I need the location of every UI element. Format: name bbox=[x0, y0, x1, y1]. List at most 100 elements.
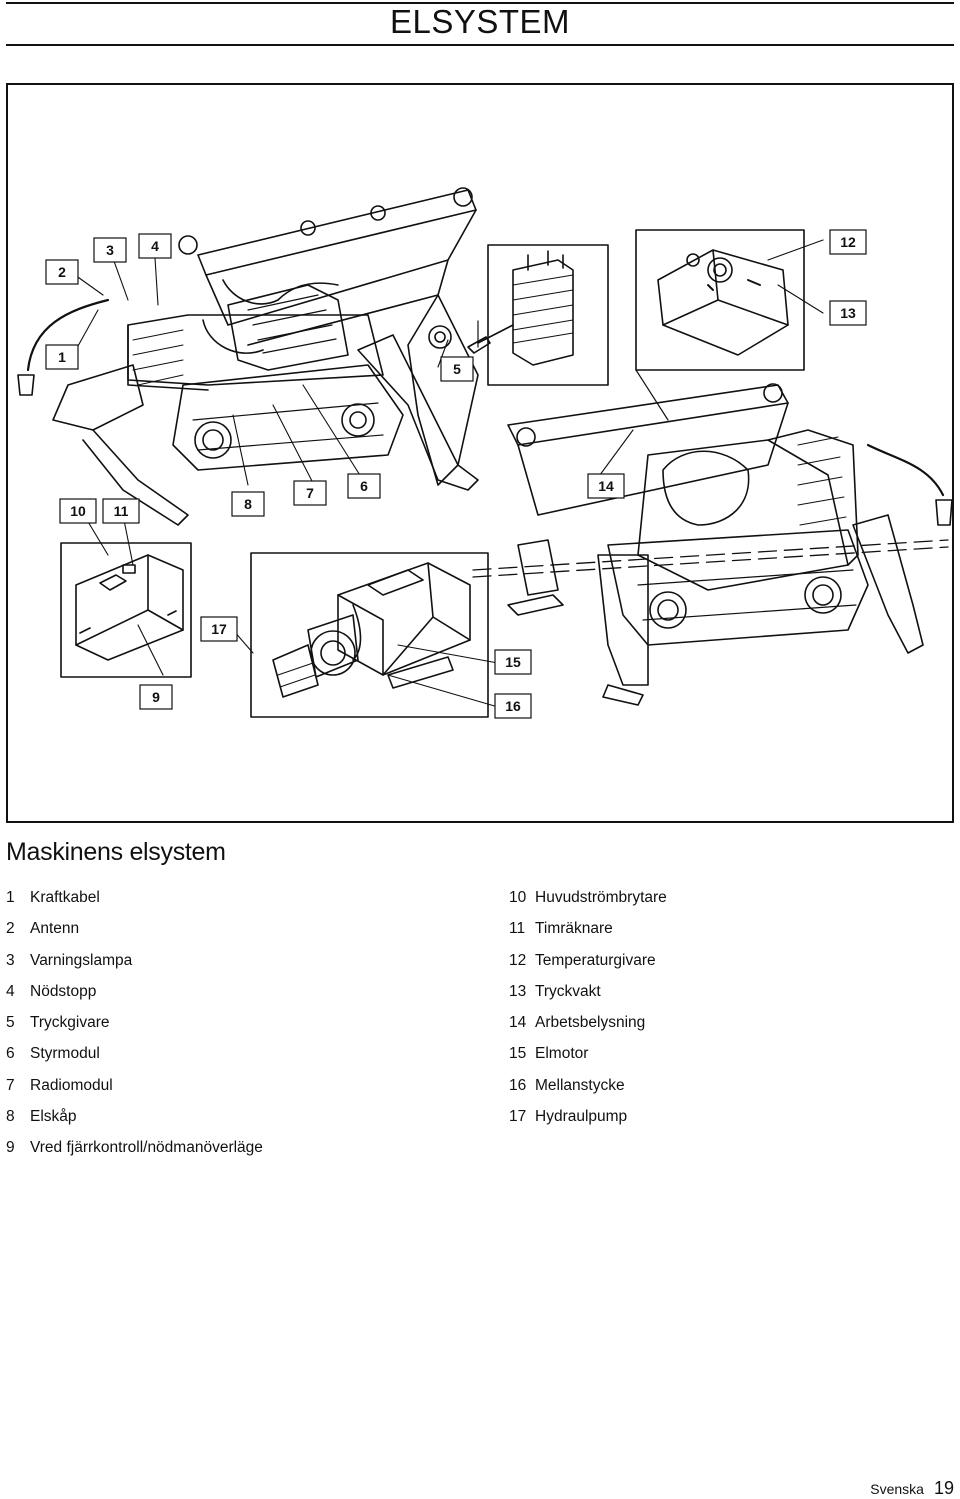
legend-item: 7 Radiomodul bbox=[6, 1070, 263, 1101]
svg-text:17: 17 bbox=[211, 621, 227, 637]
legend-item: 14 Arbetsbelysning bbox=[509, 1007, 667, 1038]
legend-label: Temperaturgivare bbox=[535, 951, 656, 969]
callout-3: 3 bbox=[93, 237, 127, 263]
motor-pump-drawing bbox=[272, 562, 471, 698]
svg-text:11: 11 bbox=[114, 503, 129, 519]
callout-15: 15 bbox=[494, 649, 532, 675]
callout-16: 16 bbox=[494, 693, 532, 719]
legend-item: 4 Nödstopp bbox=[6, 976, 263, 1007]
inset-switchbox-frame bbox=[60, 542, 192, 678]
page-title: ELSYSTEM bbox=[389, 3, 571, 40]
svg-text:16: 16 bbox=[505, 698, 521, 714]
callout-17: 17 bbox=[200, 616, 238, 642]
electrical-system-illustration: 2 3 4 1 5 12 13 10 11 8 7 6 14 17 15 9 1… bbox=[6, 83, 954, 823]
section-title: Maskinens elsystem bbox=[6, 838, 226, 866]
legend-item: 6 Styrmodul bbox=[6, 1038, 263, 1069]
svg-text:3: 3 bbox=[106, 242, 114, 258]
legend-number: 10 bbox=[509, 889, 527, 906]
svg-text:10: 10 bbox=[70, 503, 86, 519]
legend-number: 16 bbox=[509, 1076, 527, 1094]
legend-label: Kraftkabel bbox=[30, 889, 100, 906]
legend-label: Vred fjärrkontroll/nödmanöverläge bbox=[30, 1139, 263, 1157]
svg-text:1: 1 bbox=[58, 349, 66, 365]
legend-label: Nödstopp bbox=[30, 982, 97, 1000]
legend-label: Varningslampa bbox=[30, 951, 133, 969]
header-rule-bottom bbox=[6, 44, 954, 46]
inset-valve-frame bbox=[487, 244, 609, 386]
legend-number: 7 bbox=[6, 1076, 15, 1094]
switch-box-drawing bbox=[75, 554, 184, 661]
legend-label: Tryckgivare bbox=[30, 1014, 110, 1032]
legend-number: 9 bbox=[6, 1139, 15, 1157]
legend-right-column: 10 Huvudströmbrytare 11 Timräknare 12 Tempe… bbox=[509, 882, 667, 1132]
legend-label: Timräknare bbox=[535, 920, 613, 938]
svg-text:5: 5 bbox=[453, 361, 461, 377]
callout-4: 4 bbox=[138, 233, 172, 259]
legend-item: 12 Temperaturgivare bbox=[509, 945, 667, 976]
legend-label: Hydraulpump bbox=[535, 1108, 628, 1126]
legend-item: 16 Mellanstycke bbox=[509, 1070, 667, 1101]
machine-right-drawing bbox=[507, 383, 952, 706]
legend-number: 14 bbox=[509, 1014, 527, 1032]
legend-item: 5 Tryckgivare bbox=[6, 1007, 263, 1038]
legend-number: 5 bbox=[6, 1014, 15, 1032]
svg-text:12: 12 bbox=[840, 234, 856, 250]
legend-number: 4 bbox=[6, 982, 15, 1000]
svg-text:2: 2 bbox=[58, 264, 66, 280]
legend-item: 17 Hydraulpump bbox=[509, 1101, 667, 1132]
legend-number: 12 bbox=[509, 951, 527, 969]
legend-label: Mellanstycke bbox=[535, 1076, 625, 1094]
machine-left-drawing bbox=[17, 187, 479, 526]
svg-text:9: 9 bbox=[152, 689, 160, 705]
callout-2: 2 bbox=[45, 259, 79, 285]
legend-number: 6 bbox=[6, 1045, 15, 1063]
legend-item: 9 Vred fjärrkontroll/nödmanöverläge bbox=[6, 1132, 263, 1163]
callout-6: 6 bbox=[347, 473, 381, 499]
svg-text:7: 7 bbox=[306, 485, 314, 501]
legend-number: 15 bbox=[509, 1045, 527, 1063]
legend-item: 10 Huvudströmbrytare bbox=[509, 882, 667, 913]
legend-label: Elskåp bbox=[30, 1108, 77, 1126]
hydraulic-tank-drawing bbox=[657, 249, 789, 356]
header-rule-top bbox=[6, 2, 954, 4]
callout-12: 12 bbox=[829, 229, 867, 255]
callout-7: 7 bbox=[293, 480, 327, 506]
svg-text:15: 15 bbox=[505, 654, 521, 670]
legend-item: 11 Timräknare bbox=[509, 913, 667, 944]
legend-number: 2 bbox=[6, 920, 15, 938]
legend-label: Huvudströmbrytare bbox=[535, 889, 667, 906]
svg-text:13: 13 bbox=[840, 305, 856, 321]
callout-14: 14 bbox=[587, 473, 625, 499]
callout-13: 13 bbox=[829, 300, 867, 326]
legend-number: 1 bbox=[6, 889, 15, 906]
inset-tank-frame bbox=[635, 229, 805, 371]
page-number: 19 bbox=[933, 1478, 954, 1498]
valve-block-drawing bbox=[467, 250, 574, 366]
footer-language: Svenska bbox=[870, 1481, 924, 1497]
callout-8: 8 bbox=[231, 491, 265, 517]
svg-text:8: 8 bbox=[244, 496, 252, 512]
callout-1: 1 bbox=[45, 344, 79, 370]
legend-label: Styrmodul bbox=[30, 1045, 100, 1063]
legend-label: Radiomodul bbox=[30, 1076, 113, 1094]
svg-text:6: 6 bbox=[360, 478, 368, 494]
callout-11: 11 bbox=[102, 498, 140, 524]
legend-number: 11 bbox=[509, 920, 526, 938]
machine-line-drawing: 2 3 4 1 5 12 13 10 11 8 7 6 14 17 15 9 1… bbox=[17, 187, 952, 719]
callout-10: 10 bbox=[59, 498, 97, 524]
callout-5: 5 bbox=[440, 356, 474, 382]
legend-item: 2 Antenn bbox=[6, 913, 263, 944]
legend-number: 17 bbox=[509, 1108, 527, 1126]
legend-label: Arbetsbelysning bbox=[535, 1014, 646, 1032]
legend-label: Antenn bbox=[30, 920, 80, 938]
page-footer: Svenska 19 bbox=[870, 1478, 954, 1499]
legend-label: Tryckvakt bbox=[535, 982, 601, 1000]
svg-text:4: 4 bbox=[151, 238, 159, 254]
legend-item: 1 Kraftkabel bbox=[6, 882, 263, 913]
svg-text:14: 14 bbox=[598, 478, 614, 494]
